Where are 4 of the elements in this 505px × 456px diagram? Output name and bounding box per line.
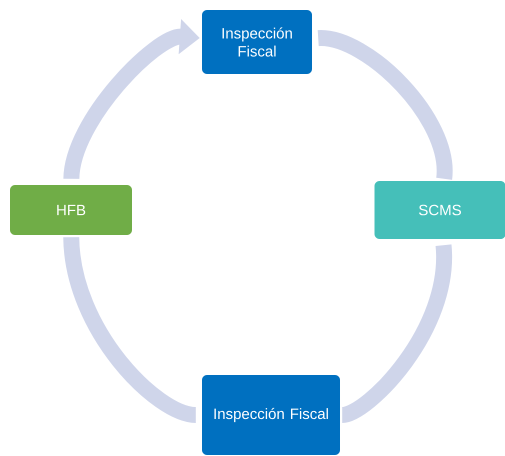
process-box: Inspección Fiscal: [202, 375, 340, 455]
process-box: HFB: [10, 185, 132, 235]
process-box: SCMS: [374, 181, 505, 239]
process-box: Inspección Fiscal: [202, 10, 312, 74]
